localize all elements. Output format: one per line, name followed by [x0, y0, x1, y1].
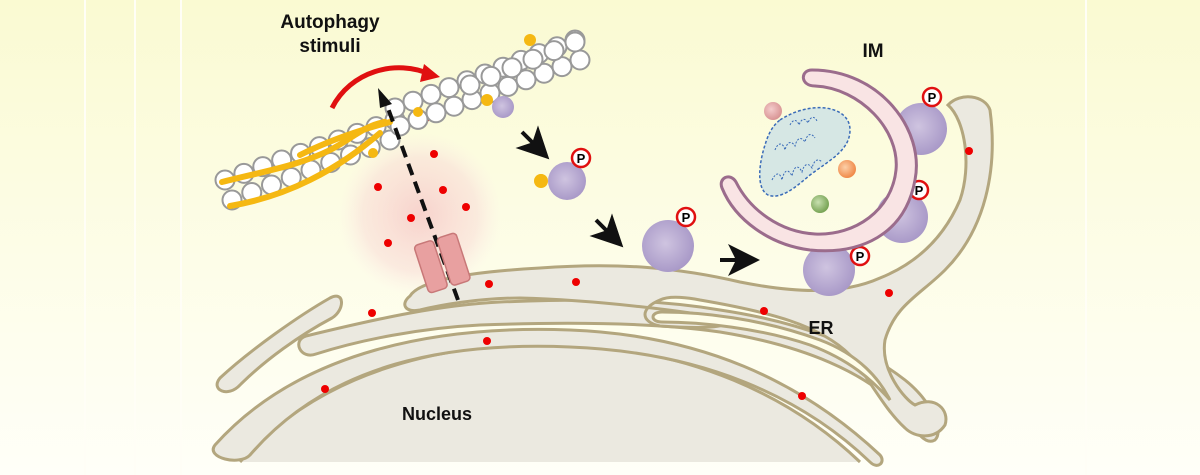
calcium-dot: [965, 147, 973, 155]
tubulin-bead: [480, 65, 502, 87]
background-stripe: [134, 0, 136, 475]
yellow-bead: [368, 148, 378, 158]
calcium-dot: [483, 337, 491, 345]
calcium-dot: [430, 150, 438, 158]
phosphate-badge: [921, 86, 943, 108]
nucleus: [240, 344, 860, 462]
yellow-bead: [481, 94, 493, 106]
tubulin-bead: [515, 69, 537, 91]
cargo-vesicle-orange: [838, 160, 856, 178]
phosphate-label: P: [915, 183, 924, 198]
yellow-strand: [227, 130, 383, 209]
calcium-dot: [384, 239, 392, 247]
yellow-bead: [413, 107, 423, 117]
calcium-dot: [407, 214, 415, 222]
protein-phosphorylated: [548, 162, 586, 200]
calcium-ions-cytosol: [374, 114, 470, 247]
phosphate-label: P: [928, 90, 937, 105]
tubulin-bead: [533, 62, 555, 84]
arrowhead-icon: [378, 88, 392, 108]
calcium-flux-dashed-arrow: [383, 99, 460, 301]
calcium-dot: [572, 278, 580, 286]
tubulin-bead: [522, 48, 544, 70]
calcium-dot: [368, 309, 376, 317]
arrowhead-icon: [420, 64, 440, 82]
tubulin-bead: [497, 75, 519, 97]
isolation-membrane: [719, 68, 918, 253]
cargo-vesicle-pink: [764, 102, 782, 120]
phosphate-badge: [675, 206, 697, 228]
background-stripe: [84, 0, 86, 475]
cargo-vesicle-green: [811, 195, 829, 213]
channel-subunit: [413, 240, 448, 294]
ion-channel: [413, 232, 471, 294]
mitochondrion: [759, 107, 851, 197]
tubulin-bead: [501, 57, 523, 79]
mitochondrial-cristae: [771, 116, 823, 181]
endoplasmic-reticulum: [211, 327, 884, 467]
calcium-dot: [485, 280, 493, 288]
phosphate-label: P: [856, 249, 865, 264]
calcium-dot: [374, 183, 382, 191]
tubulin-bead: [443, 95, 465, 117]
calcium-dot: [798, 392, 806, 400]
phosphate-label: P: [577, 151, 586, 166]
translocation-arrows: [515, 125, 760, 276]
phosphate-badges: P P P P P: [570, 86, 943, 267]
tubulin-bead: [543, 40, 565, 62]
autophagy-stimuli-label-line1: Autophagy: [280, 12, 380, 33]
calcium-dot: [462, 203, 470, 211]
yellow-bead: [524, 34, 536, 46]
tubulin-bead: [569, 49, 591, 71]
tubulin-bead: [425, 102, 447, 124]
background-stripe: [180, 0, 182, 475]
autophagy-stimuli-arrow: [329, 65, 434, 110]
calcium-ions-er: [321, 147, 973, 400]
nucleus-label: Nucleus: [402, 404, 472, 424]
tubulin-bead: [379, 129, 401, 151]
autophagy-stimuli-label-line2: stimuli: [299, 36, 360, 57]
phosphate-badge: [570, 147, 592, 169]
tubulin-bead: [438, 77, 460, 99]
er-label: ER: [808, 318, 833, 338]
arrow-icon: [515, 125, 550, 160]
im-label: IM: [862, 41, 883, 62]
protein-unphosphorylated: [492, 96, 514, 118]
tubulin-bead: [420, 83, 442, 105]
channel-subunit: [436, 232, 471, 286]
tubulin-bead: [564, 31, 586, 53]
protein-phosphorylated: [642, 220, 694, 272]
yellow-strand: [297, 119, 393, 158]
tethering-strands: [219, 119, 393, 209]
calcium-dot: [321, 385, 329, 393]
calcium-dot: [760, 307, 768, 315]
protein-phosphorylated: [803, 244, 855, 296]
er-lumen-gap: [651, 310, 892, 402]
background-stripe: [1085, 0, 1087, 475]
arrow-icon: [589, 213, 624, 248]
er-tubule: [215, 294, 343, 394]
calcium-dot: [439, 186, 447, 194]
phosphate-label: P: [682, 210, 691, 225]
yellow-bead: [534, 174, 548, 188]
calcium-dot: [885, 289, 893, 297]
tubulin-bead: [459, 74, 481, 96]
